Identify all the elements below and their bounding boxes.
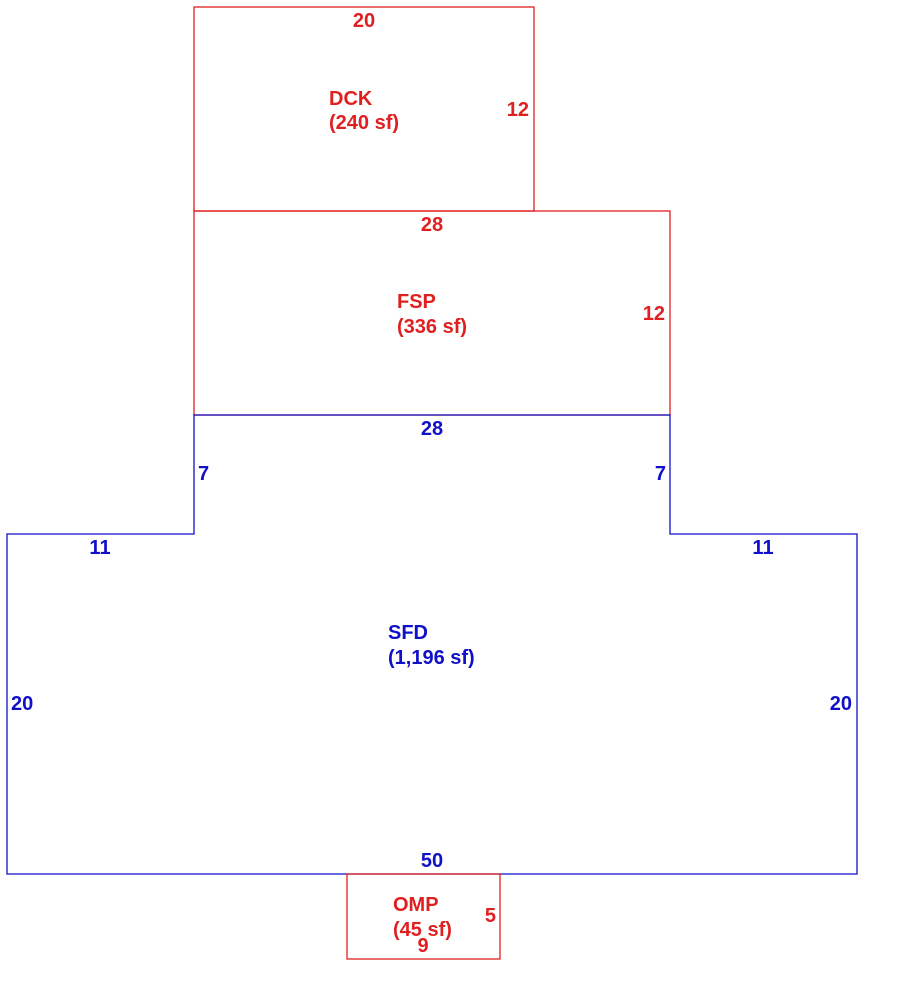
omp-dim-right: 5 xyxy=(485,905,496,927)
sfd-outline xyxy=(6,414,858,875)
sfd-dim-top: 28 xyxy=(421,418,443,440)
sfd-dim-right: 20 xyxy=(830,693,852,715)
dck-area: 20 12 DCK (240 sf) xyxy=(193,6,535,212)
sfd-dim-right-step: 7 xyxy=(655,463,666,485)
omp-area: 5 OMP (45 sf) 9 xyxy=(346,873,501,960)
dck-code: DCK xyxy=(329,88,373,110)
sfd-dim-left-wing: 11 xyxy=(89,537,110,559)
dck-dim-right: 12 xyxy=(507,99,529,121)
fsp-dim-right: 12 xyxy=(643,303,665,325)
sfd-dim-left-step: 7 xyxy=(198,463,209,485)
omp-dim-bottom: 9 xyxy=(417,935,428,957)
fsp-dim-top: 28 xyxy=(421,214,443,236)
sfd-dim-left: 20 xyxy=(11,693,33,715)
dck-dim-top: 20 xyxy=(353,10,375,32)
sfd-area-value: (1,196 sf) xyxy=(388,647,475,669)
sfd-dim-bottom: 50 xyxy=(421,850,443,872)
omp-area-value: (45 sf) xyxy=(393,919,452,941)
sfd-dim-right-wing: 11 xyxy=(752,537,773,559)
fsp-area: 28 12 FSP (336 sf) xyxy=(193,210,671,416)
dck-area-value: (240 sf) xyxy=(329,112,399,134)
fsp-code: FSP xyxy=(397,291,436,313)
sfd-code: SFD xyxy=(388,622,428,644)
omp-code: OMP xyxy=(393,894,439,916)
omp-outline xyxy=(346,873,501,960)
sfd-area: 28 7 7 11 11 20 20 50 SFD (1,196 sf) xyxy=(6,414,858,875)
fsp-area-value: (336 sf) xyxy=(397,316,467,338)
fsp-outline xyxy=(193,210,671,416)
